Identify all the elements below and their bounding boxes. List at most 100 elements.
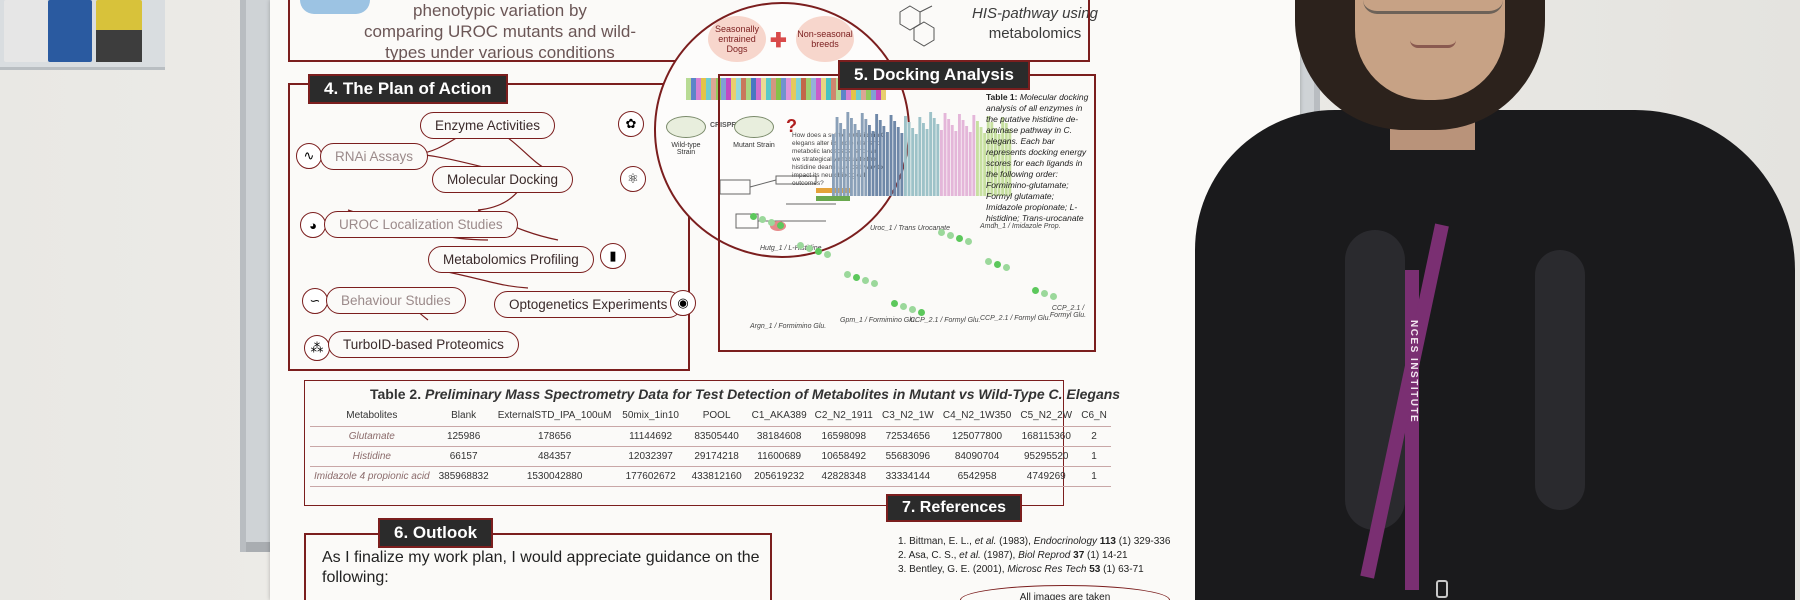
table-cell: 484357 bbox=[493, 446, 616, 467]
table-cell: 177602672 bbox=[615, 466, 686, 487]
table-cell: 84090704 bbox=[938, 446, 1016, 467]
table2-prefix: Table 2. bbox=[370, 386, 422, 402]
sequence-cell bbox=[741, 78, 746, 100]
table-header-cell: C3_N2_1W bbox=[876, 406, 939, 427]
table-cell: 55683096 bbox=[876, 446, 939, 467]
docking-bar bbox=[947, 119, 951, 196]
table-header-row: Metabolites Blank ExternalSTD_IPA_100uM … bbox=[310, 406, 1111, 427]
sequence-cell bbox=[786, 78, 791, 100]
sequence-cell bbox=[811, 78, 816, 100]
plan-item-uroc-localization: UROC Localization Studies bbox=[324, 211, 518, 238]
docking-bar bbox=[907, 122, 911, 196]
docking-bar bbox=[918, 117, 922, 196]
ligand-node bbox=[777, 222, 784, 229]
references-list: 1. Bittman, E. L., et al. (1983), Endocr… bbox=[898, 535, 1170, 577]
ligand-node bbox=[806, 245, 813, 252]
ref-pages: (1) 329-336 bbox=[1115, 536, 1171, 547]
molecule-sketch-icon bbox=[899, 5, 935, 47]
lanyard-clip-icon bbox=[1436, 580, 1448, 598]
docking-bar bbox=[842, 129, 846, 196]
docking-bar bbox=[990, 122, 994, 196]
table-header-cell: POOL bbox=[685, 406, 748, 427]
docking-bar bbox=[994, 128, 997, 196]
docking-bar bbox=[1004, 123, 1008, 196]
ref-authors: Asa, C. S., bbox=[908, 550, 960, 561]
intro-line: phenotypic variation by bbox=[413, 1, 587, 20]
ref-volume: 113 bbox=[1097, 536, 1116, 547]
sequence-cell bbox=[816, 78, 821, 100]
sequence-cell bbox=[791, 78, 796, 100]
table-cell: 6542958 bbox=[938, 466, 1016, 487]
plan-item-molecular-docking: Molecular Docking bbox=[432, 166, 574, 193]
ref-volume: 37 bbox=[1070, 550, 1085, 561]
table-cell: 83505440 bbox=[685, 426, 748, 447]
sequence-cell bbox=[706, 78, 711, 100]
table-cell: 205619232 bbox=[747, 466, 811, 487]
docking-bar bbox=[986, 116, 990, 196]
table-cell: 42828348 bbox=[810, 466, 877, 487]
docking-caption-label: Table 1: bbox=[986, 92, 1018, 102]
table-cell: Imidazole 4 propionic acid bbox=[310, 466, 434, 487]
docking-bar bbox=[864, 119, 868, 196]
ligand-node bbox=[862, 277, 869, 284]
sequence-cell bbox=[726, 78, 731, 100]
shirt-fold bbox=[1345, 230, 1405, 530]
pamphlet-holder bbox=[0, 0, 165, 70]
table-cell: Glutamate bbox=[310, 426, 434, 447]
docking-bar bbox=[954, 131, 958, 196]
ligand-node bbox=[759, 216, 766, 223]
docking-structure-label: CCP_2.1 / Formyl Glu. bbox=[1049, 305, 1087, 319]
table2-title-text: Preliminary Mass Spectrometry Data for T… bbox=[424, 386, 1121, 402]
ref-journal: Microsc Res Tech bbox=[1007, 564, 1087, 575]
docking-bar bbox=[979, 127, 983, 196]
ref-pages: (1) 14-21 bbox=[1084, 550, 1128, 561]
docking-bar bbox=[857, 130, 861, 196]
table-cell: 4749269 bbox=[1015, 466, 1078, 487]
docking-bar bbox=[958, 114, 961, 196]
plan-item-rnai-assays: RNAi Assays bbox=[320, 143, 429, 170]
sequence-cell bbox=[686, 78, 691, 100]
enzyme-icon: ✿ bbox=[618, 111, 644, 137]
ref-etal: et al. bbox=[959, 550, 981, 561]
table-header-cell: ExternalSTD_IPA_100uM bbox=[493, 406, 616, 427]
table-header-cell: C4_N2_1W350 bbox=[938, 406, 1016, 427]
docking-structure-label: Amdh_1 / Imidazole Prop. bbox=[980, 223, 1061, 230]
lanyard-text: NCES INSTITUTE bbox=[1408, 320, 1419, 424]
ligand-node bbox=[797, 242, 804, 249]
references-title: 7. References bbox=[886, 494, 1023, 522]
sequence-cell bbox=[776, 78, 781, 100]
docking-bar bbox=[875, 114, 879, 196]
sequence-cell bbox=[771, 78, 776, 100]
pamphlet bbox=[4, 0, 48, 62]
ligand-node bbox=[965, 238, 972, 245]
outlook-box bbox=[304, 533, 772, 600]
docking-bar bbox=[929, 112, 933, 196]
docking-caption: Table 1: Molecular docking analysis of a… bbox=[986, 92, 1092, 224]
docking-bar bbox=[871, 131, 875, 196]
ref-year: (1987), bbox=[980, 550, 1019, 561]
ligand-node bbox=[1050, 293, 1057, 300]
his-pathway-line: HIS-pathway using bbox=[972, 5, 1098, 22]
images-note: All images are taken bbox=[960, 585, 1170, 600]
docking-bar bbox=[997, 134, 1001, 196]
ligand-node bbox=[947, 232, 954, 239]
plan-of-action-title: 4. The Plan of Action bbox=[308, 74, 508, 104]
docking-bar bbox=[889, 115, 893, 196]
ligand-node bbox=[871, 280, 878, 287]
intro-line: types under various conditions bbox=[385, 43, 615, 62]
docking-structure-label: CCP_2.1 / Formyl Glu. bbox=[910, 317, 981, 324]
reference-item: 3. Bentley, G. E. (2001), Microsc Res Te… bbox=[898, 563, 1170, 577]
table-cell: 95295520 bbox=[1015, 446, 1078, 467]
docking-bar bbox=[1001, 117, 1005, 196]
docking-bar bbox=[968, 132, 972, 196]
face bbox=[1355, 0, 1505, 100]
research-poster: phenotypic variation by comparing UROC m… bbox=[270, 0, 1300, 600]
docking-bar bbox=[950, 125, 954, 196]
sequence-cell bbox=[751, 78, 756, 100]
docking-structure-label: CCP_2.1 / Formyl Glu. bbox=[980, 315, 1051, 322]
ref-authors: Bentley, G. E. (2001), bbox=[909, 564, 1008, 575]
table-cell: 433812160 bbox=[685, 466, 748, 487]
docking-bar bbox=[868, 125, 871, 196]
